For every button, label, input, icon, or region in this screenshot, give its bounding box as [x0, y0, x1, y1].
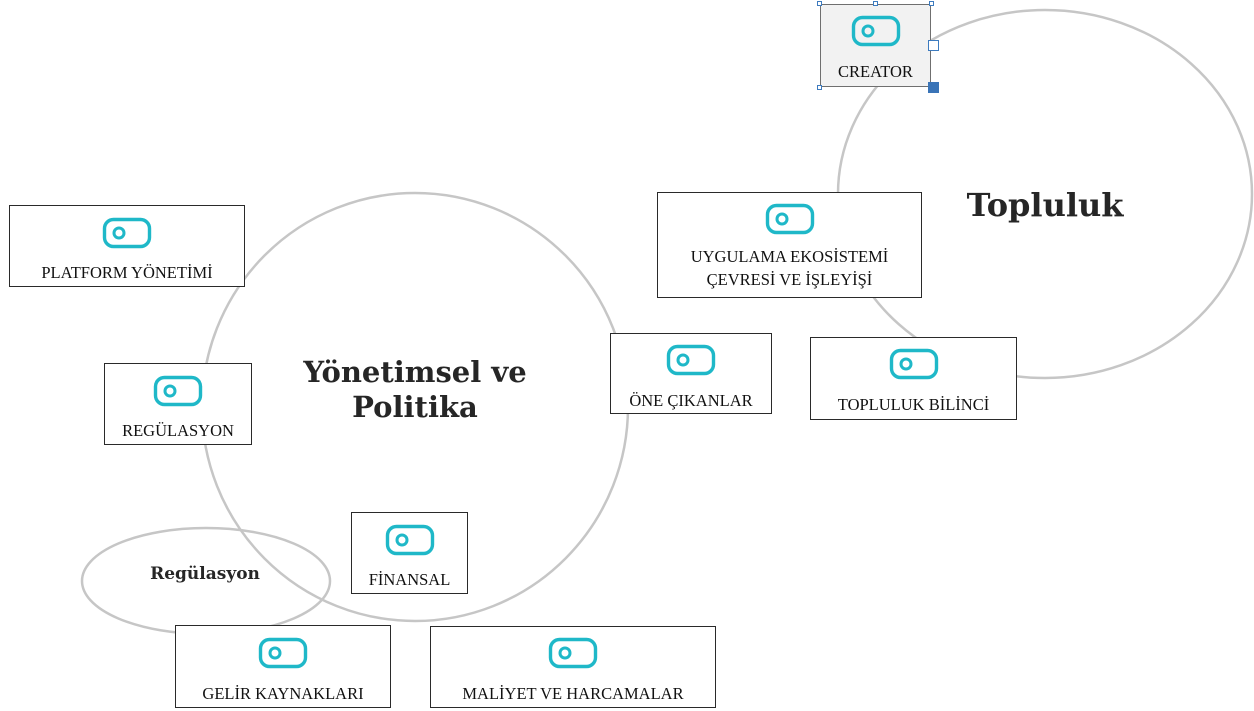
node-uygulama-ekosistemi[interactable]: UYGULAMA EKOSİSTEMİ ÇEVRESİ VE İŞLEYİŞİ — [657, 192, 922, 298]
tag-icon — [666, 344, 716, 376]
node-label: ÖNE ÇIKANLAR — [629, 390, 752, 411]
node-regulasyon[interactable]: REGÜLASYON — [104, 363, 252, 445]
node-creator[interactable]: CREATOR — [820, 4, 931, 87]
node-label-line: REGÜLASYON — [122, 421, 234, 440]
group-title-yonetimsel: Yönetimsel ve Politika — [270, 355, 560, 426]
node-one-cikanlar[interactable]: ÖNE ÇIKANLAR — [610, 333, 772, 414]
tag-icon — [153, 375, 203, 407]
node-label: TOPLULUK BİLİNCİ — [838, 394, 989, 415]
selection-handle-top[interactable] — [873, 1, 878, 6]
node-topluluk-bilinci[interactable]: TOPLULUK BİLİNCİ — [810, 337, 1017, 420]
node-finansal[interactable]: FİNANSAL — [351, 512, 468, 594]
node-label-line: ÇEVRESİ VE İŞLEYİŞİ — [706, 270, 873, 289]
tag-icon — [548, 637, 598, 669]
node-maliyet-ve-harcamalar[interactable]: MALİYET VE HARCAMALAR — [430, 626, 716, 708]
group-title-topluluk: Topluluk — [940, 186, 1150, 225]
node-label: MALİYET VE HARCAMALAR — [462, 683, 683, 704]
selection-handle-bottom-left[interactable] — [817, 85, 822, 90]
group-title-regulasyon: Regülasyon — [125, 564, 285, 585]
node-label: REGÜLASYON — [122, 420, 234, 441]
node-label-line: GELİR KAYNAKLARI — [202, 684, 364, 703]
selection-handle-top-right[interactable] — [929, 1, 934, 6]
rotate-handle[interactable] — [928, 40, 939, 51]
node-label-line: UYGULAMA EKOSİSTEMİ — [690, 247, 889, 266]
selection-handle-top-left[interactable] — [817, 1, 822, 6]
tag-icon — [851, 15, 900, 47]
group-title-line: Regülasyon — [150, 564, 260, 584]
tag-icon — [889, 348, 938, 380]
tag-icon — [258, 637, 308, 669]
resize-handle[interactable] — [928, 82, 939, 93]
node-label-line: FİNANSAL — [368, 570, 451, 589]
tag-icon — [765, 203, 814, 235]
node-label-line: CREATOR — [838, 62, 913, 81]
group-title-line: Topluluk — [966, 186, 1124, 224]
tag-icon — [102, 217, 152, 249]
node-label-line: PLATFORM YÖNETİMİ — [41, 263, 213, 282]
node-label: UYGULAMA EKOSİSTEMİ ÇEVRESİ VE İŞLEYİŞİ — [691, 245, 889, 291]
node-label-line: MALİYET VE HARCAMALAR — [462, 684, 684, 703]
node-label: CREATOR — [838, 61, 913, 82]
tag-icon — [385, 524, 434, 556]
node-gelir-kaynaklari[interactable]: GELİR KAYNAKLARI — [175, 625, 391, 708]
node-label-line: ÖNE ÇIKANLAR — [629, 391, 753, 410]
group-title-line: Yönetimsel ve — [303, 355, 527, 389]
group-title-line: Politika — [352, 390, 478, 425]
node-label-line: TOPLULUK BİLİNCİ — [837, 395, 990, 414]
node-label: FİNANSAL — [369, 569, 451, 590]
node-label: PLATFORM YÖNETİMİ — [41, 262, 212, 283]
node-label: GELİR KAYNAKLARI — [202, 683, 363, 704]
node-platform-yonetimi[interactable]: PLATFORM YÖNETİMİ — [9, 205, 245, 287]
